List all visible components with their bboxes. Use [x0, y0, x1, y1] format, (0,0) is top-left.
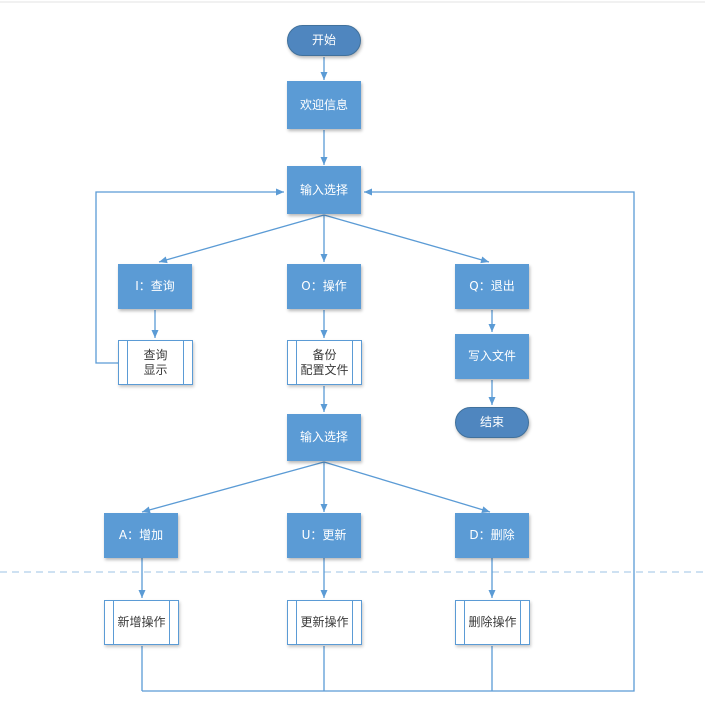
edge-input2-add	[141, 461, 325, 514]
query-box: I：查询	[118, 264, 192, 309]
write-file-label: 写入文件	[467, 349, 516, 363]
operate-box: O：操作	[287, 264, 361, 309]
end-label: 结束	[479, 415, 504, 429]
edge-input2-delete	[323, 461, 491, 514]
input-choice-2-box: 输入选择	[287, 414, 361, 461]
edge-input-query	[158, 214, 325, 264]
query-display-subprocess: 查询 显示	[118, 340, 193, 385]
delete-box: D：删除	[455, 513, 529, 558]
quit-box: Q：退出	[455, 264, 529, 309]
input-choice-label: 输入选择	[299, 182, 348, 197]
edge-return-loop	[142, 188, 635, 692]
backup-line2: 配置文件	[300, 362, 349, 377]
update-label: U：更新	[301, 528, 347, 542]
update-operation-subprocess: 更新操作	[287, 600, 362, 645]
start-terminator: 开始	[287, 25, 361, 56]
operate-label: O：操作	[301, 279, 347, 293]
add-box: A：增加	[104, 513, 178, 558]
add-operation-subprocess: 新增操作	[104, 600, 179, 645]
add-label: A：增加	[118, 528, 164, 542]
query-label: I：查询	[135, 279, 175, 293]
query-display-line2: 显示	[143, 362, 168, 377]
start-label: 开始	[311, 33, 336, 47]
welcome-label: 欢迎信息	[299, 97, 348, 112]
update-box: U：更新	[287, 513, 361, 558]
backup-config-subprocess: 备份 配置文件	[287, 340, 362, 385]
delete-operation-subprocess: 删除操作	[455, 600, 530, 645]
query-display-line1: 查询	[143, 347, 168, 362]
input-choice-box: 输入选择	[287, 166, 361, 214]
quit-label: Q：退出	[469, 279, 515, 293]
welcome-message-box: 欢迎信息	[287, 81, 361, 129]
input-choice-2-label: 输入选择	[299, 430, 348, 444]
edge-input-quit	[323, 214, 490, 264]
add-operation-label: 新增操作	[117, 615, 166, 629]
delete-label: D：删除	[469, 528, 515, 542]
delete-operation-label: 删除操作	[468, 615, 517, 629]
write-file-box: 写入文件	[455, 334, 529, 379]
end-terminator: 结束	[455, 407, 529, 438]
update-operation-label: 更新操作	[300, 615, 349, 629]
edge-show-loop	[95, 188, 284, 364]
backup-line1: 备份	[312, 347, 337, 362]
